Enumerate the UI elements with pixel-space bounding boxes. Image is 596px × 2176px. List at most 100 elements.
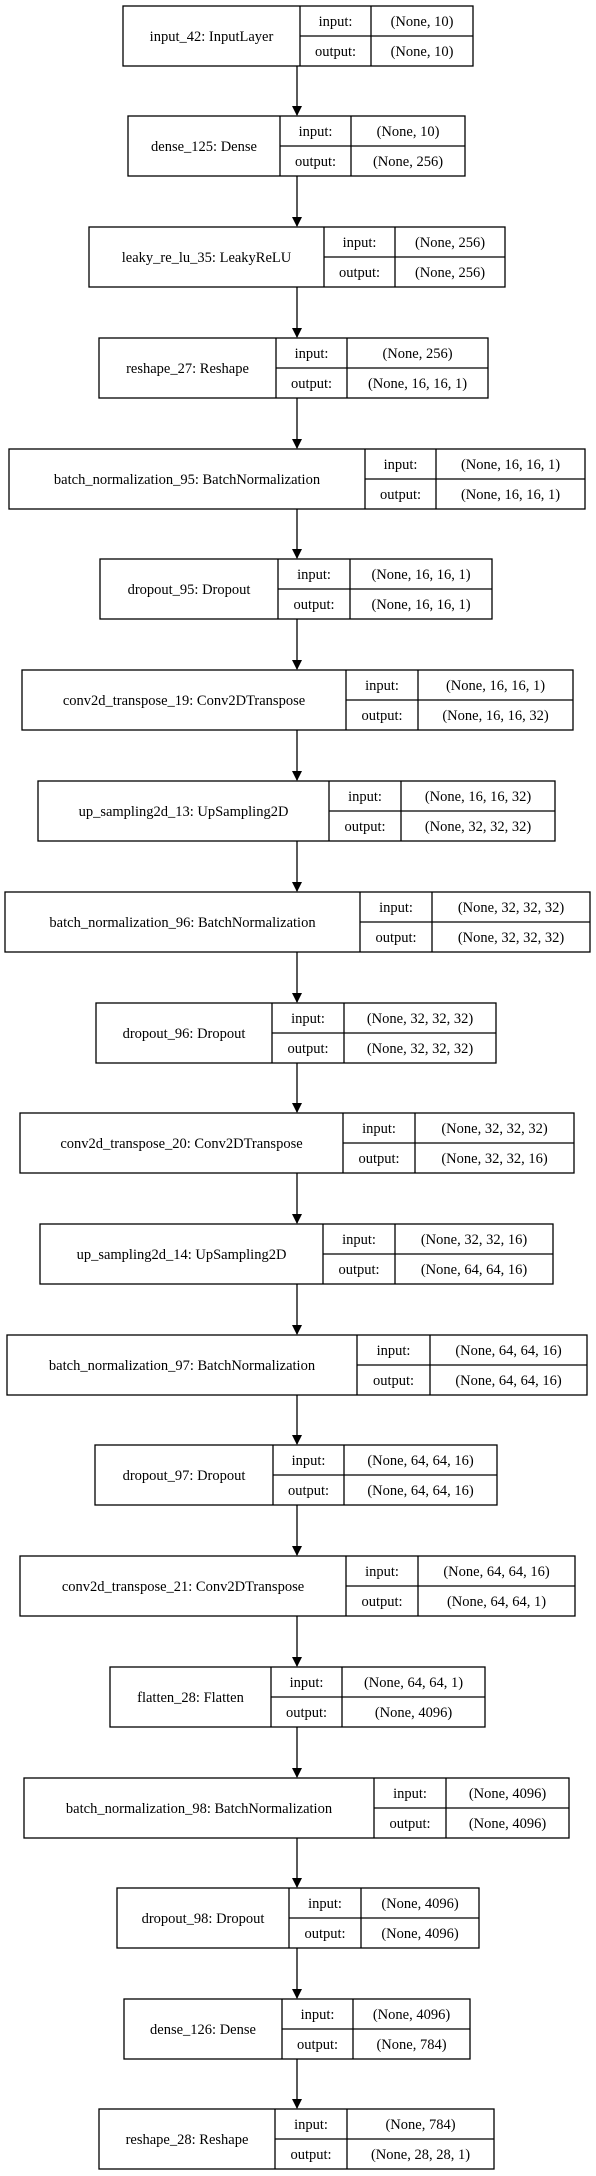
layer-node: dropout_95: Dropout input: output: (None, 1… [99, 558, 493, 620]
input-shape: (None, 4096) [373, 2007, 450, 2023]
output-port-label: output: [286, 1705, 327, 1721]
output-port-label: output: [315, 44, 356, 60]
output-shape: (None, 64, 64, 16) [455, 1373, 561, 1389]
input-port-label: input: [384, 457, 418, 473]
output-shape: (None, 32, 32, 16) [441, 1151, 547, 1167]
input-port-label: input: [294, 2117, 328, 2133]
input-shape: (None, 16, 16, 1) [461, 457, 560, 473]
layer-name: batch_normalization_98: BatchNormalizati… [66, 1801, 333, 1817]
output-port-label: output: [297, 2037, 338, 2053]
input-shape: (None, 10) [391, 14, 454, 30]
output-port-label: output: [361, 1594, 402, 1610]
input-port-label: input: [362, 1121, 396, 1137]
output-shape: (None, 256) [415, 265, 485, 281]
input-shape: (None, 16, 16, 32) [425, 789, 531, 805]
input-port-label: input: [297, 567, 331, 583]
input-shape: (None, 16, 16, 1) [446, 678, 545, 694]
input-port-label: input: [292, 1453, 326, 1469]
output-port-label: output: [358, 1151, 399, 1167]
output-shape: (None, 32, 32, 32) [425, 819, 531, 835]
input-port-label: input: [308, 1896, 342, 1912]
output-shape: (None, 32, 32, 32) [367, 1041, 473, 1057]
layer-node: dense_126: Dense input: output: (None, 4096… [123, 1998, 471, 2060]
output-port-label: output: [295, 154, 336, 170]
input-shape: (None, 32, 32, 32) [441, 1121, 547, 1137]
output-port-label: output: [375, 930, 416, 946]
input-shape: (None, 32, 32, 16) [421, 1232, 527, 1248]
input-port-label: input: [319, 14, 353, 30]
output-shape: (None, 32, 32, 32) [458, 930, 564, 946]
input-port-label: input: [379, 900, 413, 916]
input-port-label: input: [299, 124, 333, 140]
input-port-label: input: [393, 1786, 427, 1802]
layer-node: conv2d_transpose_21: Conv2DTranspose inpu… [19, 1555, 576, 1617]
input-shape: (None, 64, 64, 16) [443, 1564, 549, 1580]
layer-name: leaky_re_lu_35: LeakyReLU [122, 250, 292, 266]
output-port-label: output: [291, 376, 332, 392]
output-port-label: output: [287, 1041, 328, 1057]
layer-node: up_sampling2d_13: UpSampling2Dinput:outp… [37, 780, 556, 842]
output-shape: (None, 256) [373, 154, 443, 170]
input-port-label: input: [343, 235, 377, 251]
layer-name: flatten_28: Flatten [137, 1690, 244, 1706]
input-port-label: input: [301, 2007, 335, 2023]
output-shape: (None, 4096) [375, 1705, 452, 1721]
layer-node: input_42: InputLayer input: output: (None, … [122, 5, 474, 67]
layer-node: dropout_98: Dropout input: output: (None, 4… [116, 1887, 480, 1949]
output-shape: (None, 64, 64, 16) [367, 1483, 473, 1499]
layer-name: input_42: InputLayer [150, 29, 274, 45]
layer-name: up_sampling2d_13: UpSampling2D [79, 804, 289, 820]
output-port-label: output: [389, 1816, 430, 1832]
input-shape: (None, 32, 32, 32) [367, 1011, 473, 1027]
layer-node: conv2d_transpose_20: Conv2DTranspose inpu… [19, 1112, 575, 1174]
layer-node: batch_normalization_97: BatchNormalizati… [6, 1334, 588, 1396]
output-port-label: output: [361, 708, 402, 724]
input-shape: (None, 4096) [469, 1786, 546, 1802]
input-port-label: input: [377, 1343, 411, 1359]
input-shape: (None, 4096) [381, 1896, 458, 1912]
output-port-label: output: [293, 597, 334, 613]
output-shape: (None, 64, 64, 1) [447, 1594, 546, 1610]
output-shape: (None, 4096) [381, 1926, 458, 1942]
input-port-label: input: [295, 346, 329, 362]
output-port-label: output: [373, 1373, 414, 1389]
output-shape: (None, 28, 28, 1) [371, 2147, 470, 2163]
output-shape: (None, 16, 16, 1) [461, 487, 560, 503]
input-port-label: input: [365, 678, 399, 694]
output-shape: (None, 4096) [469, 1816, 546, 1832]
output-shape: (None, 10) [391, 44, 454, 60]
layer-name: conv2d_transpose_20: Conv2DTranspose [60, 1136, 302, 1152]
output-port-label: output: [290, 2147, 331, 2163]
output-shape: (None, 16, 16, 1) [368, 376, 467, 392]
input-shape: (None, 32, 32, 32) [458, 900, 564, 916]
input-shape: (None, 256) [382, 346, 452, 362]
input-shape: (None, 64, 64, 16) [367, 1453, 473, 1469]
input-shape: (None, 16, 16, 1) [371, 567, 470, 583]
input-port-label: input: [365, 1564, 399, 1580]
input-shape: (None, 64, 64, 16) [455, 1343, 561, 1359]
layer-name: conv2d_transpose_19: Conv2DTranspose [63, 693, 305, 709]
layer-name: dense_126: Dense [150, 2022, 256, 2038]
output-port-label: output: [304, 1926, 345, 1942]
output-shape: (None, 64, 64, 16) [421, 1262, 527, 1278]
layer-node: conv2d_transpose_19: Conv2DTranspose inpu… [21, 669, 574, 731]
layer-name: reshape_28: Reshape [126, 2132, 249, 2148]
input-port-label: input: [342, 1232, 376, 1248]
output-shape: (None, 784) [376, 2037, 446, 2053]
layer-name: conv2d_transpose_21: Conv2DTranspose [62, 1579, 304, 1595]
layer-name: dropout_95: Dropout [128, 582, 251, 598]
layer-name: dropout_98: Dropout [142, 1911, 265, 1927]
layer-node: up_sampling2d_14: UpSampling2Dinput:outp… [39, 1223, 554, 1285]
layer-node: leaky_re_lu_35: LeakyReLUinput:output:(N… [88, 226, 506, 288]
layer-name: dropout_96: Dropout [123, 1026, 246, 1042]
input-shape: (None, 256) [415, 235, 485, 251]
output-port-label: output: [344, 819, 385, 835]
output-port-label: output: [288, 1483, 329, 1499]
